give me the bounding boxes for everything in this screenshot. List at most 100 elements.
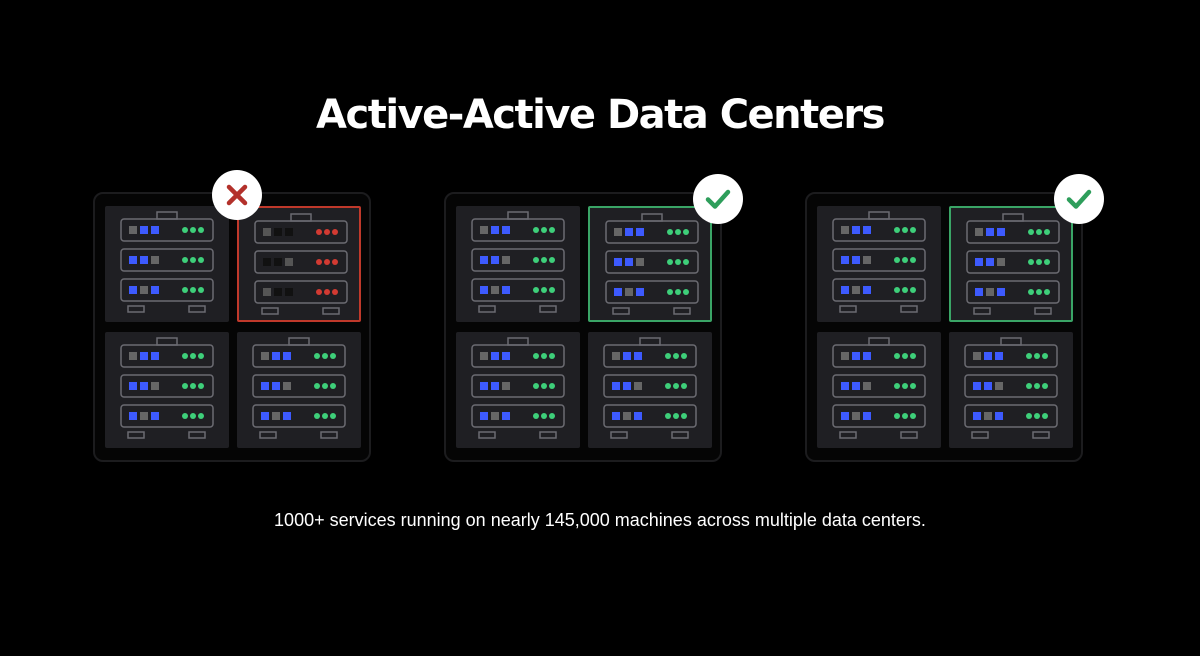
- status-led: [324, 259, 330, 265]
- drive-light: [140, 412, 148, 420]
- status-led: [324, 229, 330, 235]
- drive-light: [129, 412, 137, 420]
- status-led: [198, 287, 204, 293]
- server-unit: [254, 220, 348, 244]
- status-led: [902, 227, 908, 233]
- status-led: [533, 413, 539, 419]
- status-led: [675, 259, 681, 265]
- status-badge-failed: [212, 170, 262, 220]
- status-led: [541, 383, 547, 389]
- drive-light: [984, 412, 992, 420]
- server-unit: [252, 344, 346, 368]
- drive-light: [274, 288, 282, 296]
- status-led: [675, 229, 681, 235]
- drive-light: [975, 258, 983, 266]
- drive-light: [274, 228, 282, 236]
- drive-light: [283, 412, 291, 420]
- drive-light: [841, 286, 849, 294]
- status-led: [190, 413, 196, 419]
- drive-light: [625, 288, 633, 296]
- status-led: [549, 383, 555, 389]
- status-led: [1044, 289, 1050, 295]
- drive-light: [614, 288, 622, 296]
- status-led: [673, 383, 679, 389]
- drive-light: [480, 256, 488, 264]
- status-led: [324, 289, 330, 295]
- drive-light: [263, 258, 271, 266]
- drive-light: [852, 352, 860, 360]
- server-stack-icon: [120, 337, 214, 439]
- status-led: [549, 257, 555, 263]
- server-unit: [254, 280, 348, 304]
- server-unit: [966, 220, 1060, 244]
- server-stack-icon: [605, 213, 699, 315]
- server-unit: [603, 404, 697, 428]
- status-led: [533, 287, 539, 293]
- drive-light: [140, 226, 148, 234]
- caption: 1000+ services running on nearly 145,000…: [274, 510, 926, 530]
- server-rack: [817, 206, 941, 322]
- drive-light: [623, 352, 631, 360]
- server-unit: [966, 250, 1060, 274]
- drive-light: [502, 352, 510, 360]
- drive-light: [973, 352, 981, 360]
- status-led: [198, 383, 204, 389]
- drive-light: [129, 256, 137, 264]
- status-led: [316, 229, 322, 235]
- drive-light: [502, 286, 510, 294]
- drive-light: [283, 352, 291, 360]
- status-led: [549, 227, 555, 233]
- server-stack-icon: [252, 337, 346, 439]
- server-stack-icon: [832, 337, 926, 439]
- server-rack: [105, 206, 229, 322]
- status-led: [1044, 259, 1050, 265]
- server-stack-icon: [832, 211, 926, 313]
- drive-light: [285, 228, 293, 236]
- status-led: [190, 287, 196, 293]
- drive-light: [863, 256, 871, 264]
- drive-light: [973, 382, 981, 390]
- server-stack-icon: [120, 211, 214, 313]
- drive-light: [491, 382, 499, 390]
- drive-light: [863, 286, 871, 294]
- drive-light: [841, 256, 849, 264]
- status-led: [1026, 413, 1032, 419]
- status-led: [894, 383, 900, 389]
- status-led: [683, 289, 689, 295]
- status-led: [1028, 259, 1034, 265]
- drive-light: [852, 412, 860, 420]
- drive-light: [995, 412, 1003, 420]
- status-led: [322, 383, 328, 389]
- server-unit: [471, 404, 565, 428]
- status-led: [1042, 413, 1048, 419]
- drive-light: [274, 258, 282, 266]
- status-led: [681, 413, 687, 419]
- server-unit: [471, 248, 565, 272]
- drive-light: [625, 228, 633, 236]
- server-unit: [603, 374, 697, 398]
- server-rack: [588, 332, 712, 448]
- status-led: [322, 413, 328, 419]
- status-led: [533, 257, 539, 263]
- drive-light: [272, 382, 280, 390]
- status-led: [1034, 383, 1040, 389]
- drive-light: [129, 226, 137, 234]
- server-unit: [120, 344, 214, 368]
- red-x-icon: [226, 184, 248, 206]
- server-unit: [966, 280, 1060, 304]
- drive-light: [502, 226, 510, 234]
- drive-light: [995, 382, 1003, 390]
- server-unit: [603, 344, 697, 368]
- server-rack-active: [588, 206, 712, 322]
- drive-light: [612, 382, 620, 390]
- drive-light: [636, 258, 644, 266]
- status-led: [894, 353, 900, 359]
- status-led: [1026, 353, 1032, 359]
- server-unit: [964, 374, 1058, 398]
- drive-light: [272, 412, 280, 420]
- status-led: [314, 413, 320, 419]
- drive-light: [612, 412, 620, 420]
- server-unit: [120, 404, 214, 428]
- server-stack-icon: [254, 213, 348, 315]
- drive-light: [491, 412, 499, 420]
